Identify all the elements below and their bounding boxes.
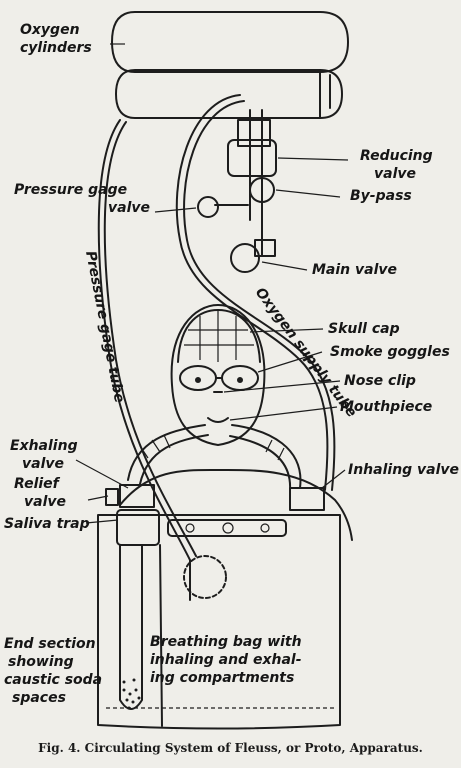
wearer-shoulders (119, 468, 353, 541)
oxygen-cylinders (111, 11, 349, 119)
label-skull-cap: Skull cap (328, 321, 400, 337)
breathing-bag (97, 514, 341, 730)
smoke-goggles (179, 365, 259, 391)
svg-text:showing: showing (8, 654, 74, 670)
svg-text:ing compartments: ing compartments (150, 670, 294, 686)
label-exhaling-valve: Exhaling valve (10, 438, 78, 472)
label-oxygen-cylinders: Oxygen cylinders (20, 22, 92, 56)
label-end-section: End section showing caustic soda spaces (4, 636, 102, 706)
svg-text:valve: valve (374, 166, 416, 182)
svg-text:cylinders: cylinders (20, 40, 92, 56)
saliva-trap (116, 509, 160, 546)
label-pressure-gage-tube: Pressure gage tube (82, 250, 127, 404)
label-main-valve: Main valve (312, 262, 397, 278)
svg-text:caustic soda: caustic soda (4, 672, 102, 688)
label-reducing-valve: Reducing valve (360, 148, 433, 182)
valve-assembly (197, 109, 277, 273)
exhaling-tube (127, 424, 206, 481)
inhaling-tube (231, 424, 302, 489)
label-smoke-goggles: Smoke goggles (330, 344, 450, 360)
inhaling-valve (289, 487, 325, 511)
label-breathing-bag: Breathing bag with inhaling and exhal- i… (150, 634, 302, 686)
svg-text:valve: valve (22, 456, 64, 472)
oxygen-supply-tube (175, 94, 329, 491)
pressure-gage-tube (97, 119, 191, 601)
main-valve-wheel (230, 243, 260, 273)
end-section-caustic-soda (119, 544, 143, 710)
svg-text:End section: End section (4, 636, 96, 652)
label-saliva-trap: Saliva trap (4, 516, 90, 532)
label-nose-clip: Nose clip (344, 373, 416, 389)
svg-text:valve: valve (108, 200, 150, 216)
svg-text:Exhaling: Exhaling (10, 438, 78, 454)
label-by-pass: By-pass (350, 188, 412, 204)
label-relief-valve: Relief valve (14, 476, 66, 510)
svg-text:inhaling and exhal-: inhaling and exhal- (150, 652, 302, 668)
reducing-valve (227, 139, 277, 177)
label-mouthpiece: Mouthpiece (340, 399, 432, 415)
label-inhaling-valve: Inhaling valve (348, 462, 459, 478)
relief-valve (105, 488, 119, 506)
svg-text:Reducing: Reducing (360, 148, 433, 164)
svg-text:Breathing bag with: Breathing bag with (150, 634, 302, 650)
svg-text:spaces: spaces (12, 690, 66, 706)
pressure-gage-valve-wheel (197, 196, 219, 218)
exhaling-valve (119, 484, 155, 508)
svg-text:valve: valve (24, 494, 66, 510)
figure-caption: Fig. 4. Circulating System of Fleuss, or… (38, 741, 423, 755)
svg-text:Pressure gage: Pressure gage (14, 182, 127, 198)
by-pass-gauge (249, 177, 275, 203)
label-pressure-gage-valve: Pressure gage valve (14, 182, 150, 216)
leader-lines (75, 43, 349, 524)
svg-text:Relief: Relief (14, 476, 61, 492)
svg-text:Oxygen: Oxygen (20, 22, 80, 38)
wearer-head (170, 304, 266, 446)
mouthpiece (207, 417, 229, 423)
